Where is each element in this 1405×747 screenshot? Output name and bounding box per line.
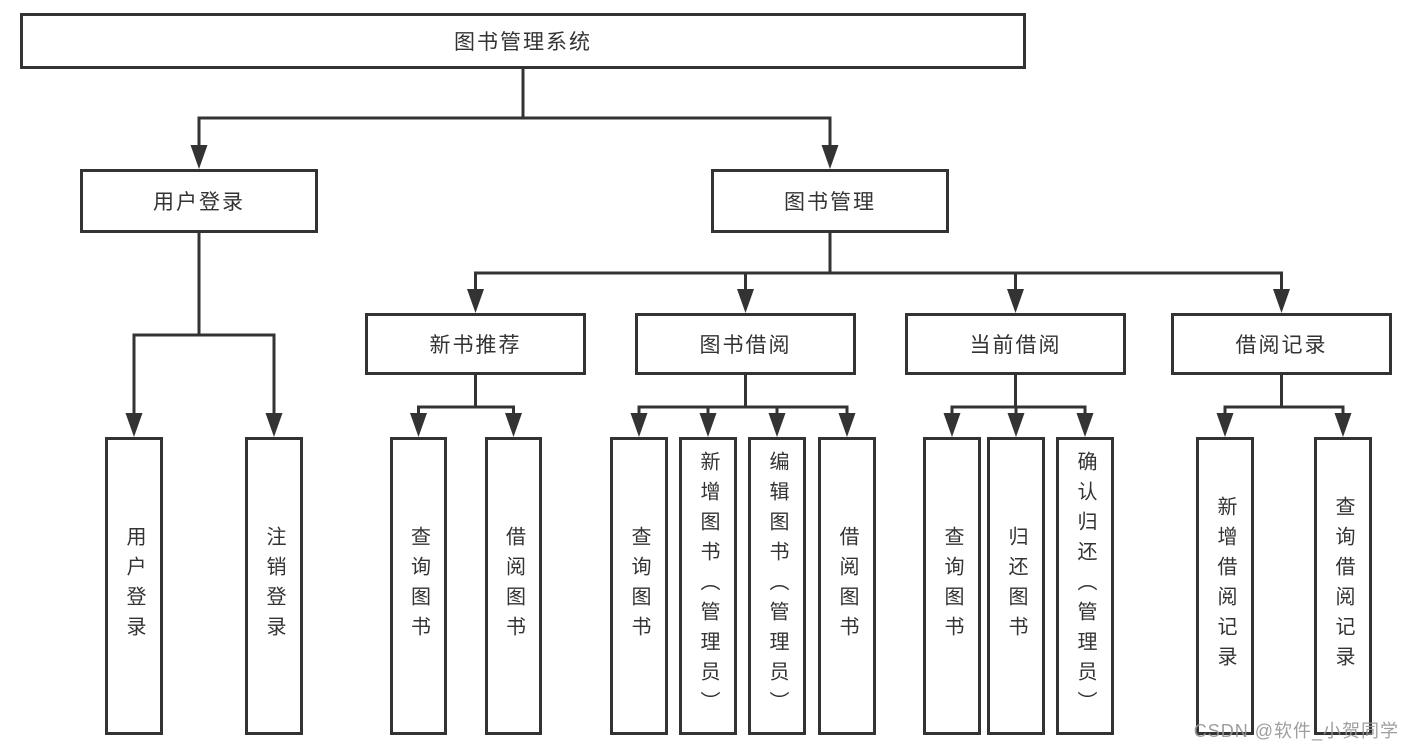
leaf-label: 注销登录 — [263, 526, 285, 646]
node-user-login-branch: 用户登录 — [80, 169, 318, 233]
arrow-down-icon — [467, 289, 484, 313]
leaf-label: 确认归还（管理员） — [1074, 451, 1096, 721]
node-new-book-recommend: 新书推荐 — [365, 313, 586, 375]
node-library-management-system: 图书管理系统 — [20, 13, 1026, 69]
leaf-query-books: 查询图书 — [390, 437, 447, 735]
arrow-down-icon — [1273, 289, 1290, 313]
node-current-borrow: 当前借阅 — [905, 313, 1126, 375]
node-label: 借阅记录 — [1235, 334, 1328, 357]
node-book-management-branch: 图书管理 — [711, 169, 949, 233]
leaf-label: 编辑图书（管理员） — [766, 451, 788, 721]
node-label: 当前借阅 — [969, 334, 1062, 357]
leaf-query-borrow-record: 查询借阅记录 — [1314, 437, 1372, 735]
arrow-down-icon — [838, 413, 856, 437]
arrow-down-icon — [505, 413, 522, 437]
leaf-add-books-admin: 新增图书（管理员） — [679, 437, 737, 735]
leaf-label: 用户登录 — [123, 526, 145, 646]
leaf-return-books: 归还图书 — [987, 437, 1045, 735]
leaf-label: 查询图书 — [628, 526, 650, 646]
node-label: 用户登录 — [153, 191, 245, 214]
arrowheads — [125, 145, 1352, 437]
arrow-down-icon — [410, 413, 427, 437]
leaf-user-login: 用户登录 — [105, 437, 163, 735]
node-borrow-records: 借阅记录 — [1171, 313, 1392, 375]
leaf-borrow-books: 借阅图书 — [818, 437, 876, 735]
csdn-watermark: CSDN @软件_小贺同学 — [1193, 721, 1399, 741]
arrow-down-icon — [1076, 413, 1094, 437]
arrow-down-icon — [190, 145, 208, 169]
arrow-down-icon — [1007, 413, 1025, 437]
node-label: 图书管理 — [784, 191, 876, 214]
leaf-query-books: 查询图书 — [610, 437, 668, 735]
arrow-down-icon — [1334, 413, 1352, 437]
arrow-down-icon — [737, 289, 754, 313]
leaf-label: 查询借阅记录 — [1332, 496, 1354, 676]
leaf-confirm-return-admin: 确认归还（管理员） — [1056, 437, 1114, 735]
leaf-label: 新增借阅记录 — [1214, 496, 1236, 676]
leaf-label: 借阅图书 — [836, 526, 858, 646]
arrow-down-icon — [699, 413, 717, 437]
leaf-edit-books-admin: 编辑图书（管理员） — [748, 437, 806, 735]
arrow-down-icon — [943, 413, 961, 437]
leaf-label: 查询图书 — [941, 526, 963, 646]
leaf-label: 新增图书（管理员） — [697, 451, 719, 721]
leaf-label: 查询图书 — [407, 526, 430, 646]
leaf-query-books: 查询图书 — [923, 437, 981, 735]
leaf-label: 借阅图书 — [502, 526, 525, 646]
node-label: 新书推荐 — [429, 334, 522, 357]
arrow-down-icon — [125, 413, 143, 437]
arrow-down-icon — [821, 145, 839, 169]
arrow-down-icon — [768, 413, 786, 437]
leaf-borrow-books: 借阅图书 — [485, 437, 542, 735]
arrow-down-icon — [1216, 413, 1234, 437]
node-book-borrow: 图书借阅 — [635, 313, 856, 375]
leaf-logout: 注销登录 — [245, 437, 303, 735]
leaf-add-borrow-record: 新增借阅记录 — [1196, 437, 1254, 735]
arrow-down-icon — [630, 413, 648, 437]
leaf-label: 归还图书 — [1005, 526, 1027, 646]
arrow-down-icon — [265, 413, 283, 437]
node-label: 图书管理系统 — [454, 31, 592, 54]
arrow-down-icon — [1007, 289, 1024, 313]
node-label: 图书借阅 — [699, 334, 792, 357]
